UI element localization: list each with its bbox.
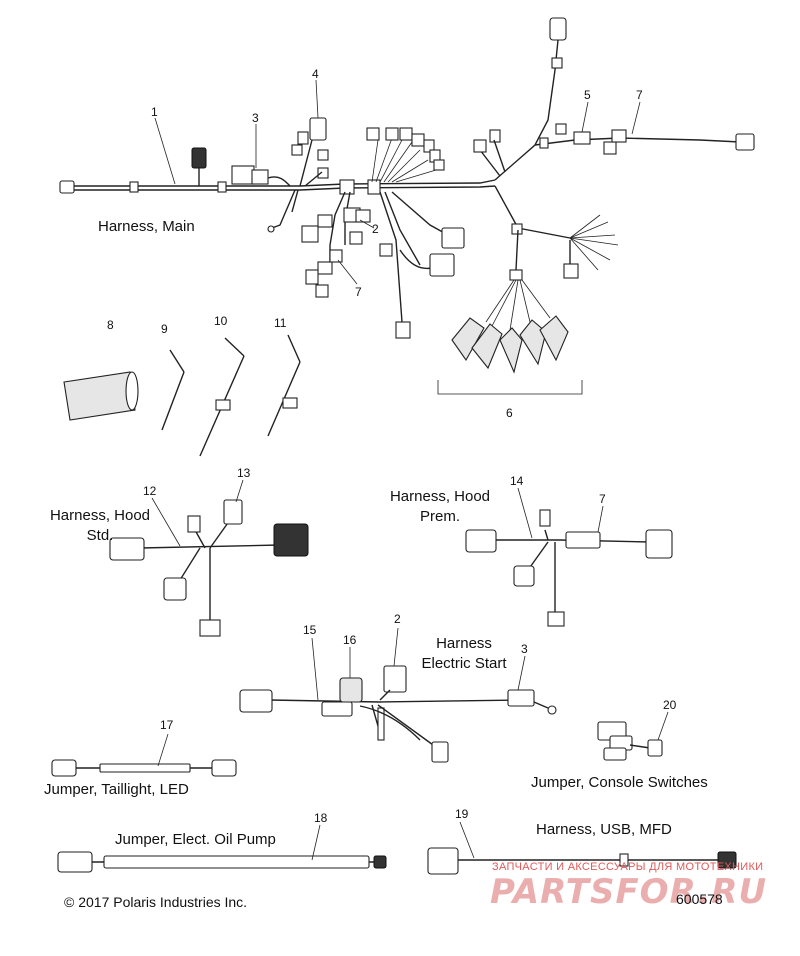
label-harness-electric-start-line1: Harness xyxy=(436,635,492,652)
label-harness-hood-prem-line1: Harness, Hood xyxy=(389,488,491,505)
small-parts xyxy=(63,334,301,457)
callout-5: 5 xyxy=(584,88,591,102)
label-harness-hood-std-line1: Harness, Hood xyxy=(49,507,151,524)
label-harness-hood-std-line2: Std. xyxy=(86,527,114,544)
callout-18: 18 xyxy=(314,811,328,825)
hood-std-harness xyxy=(109,499,309,637)
label-harness-electric-start-line2: Electric Start xyxy=(421,655,507,672)
callout-1: 1 xyxy=(151,105,158,119)
label-harness-hood-prem-line2: Prem. xyxy=(419,508,460,525)
usb-mfd-harness xyxy=(427,847,737,875)
copyright-text: © 2017 Polaris Industries Inc. xyxy=(64,894,248,910)
callout-7-top: 7 xyxy=(636,88,643,102)
figure-number: 600578 xyxy=(676,891,723,907)
callout-11: 11 xyxy=(274,316,287,330)
watermark-brand: PARTSFOR.RU xyxy=(490,872,768,912)
label-harness-usb-mfd: Harness, USB, MFD xyxy=(536,821,672,838)
callout-9: 9 xyxy=(161,322,168,336)
label-jumper-elect-oil-pump: Jumper, Elect. Oil Pump xyxy=(115,831,276,848)
callout-3: 3 xyxy=(252,111,259,125)
sleeve-item-8 xyxy=(63,371,136,421)
callout-2-start: 2 xyxy=(394,612,401,626)
callout-leaders xyxy=(151,79,669,861)
callout-10: 10 xyxy=(214,314,228,328)
callout-16: 16 xyxy=(343,633,357,647)
callout-8: 8 xyxy=(107,318,114,332)
callout-15: 15 xyxy=(303,623,317,637)
callout-14: 14 xyxy=(510,474,524,488)
watermark-tagline: ЗАПЧАСТИ И АКСЕССУАРЫ ДЛЯ МОТОТЕХНИКИ xyxy=(492,861,764,873)
hood-prem-harness xyxy=(465,509,673,627)
callout-7-prem: 7 xyxy=(599,492,606,506)
main-harness xyxy=(59,17,755,395)
callout-12: 12 xyxy=(143,484,157,498)
callout-6: 6 xyxy=(506,406,513,420)
taillight-jumper xyxy=(51,759,237,777)
callout-3-start: 3 xyxy=(521,642,528,656)
label-harness-main: Harness, Main xyxy=(98,218,195,235)
callout-17: 17 xyxy=(160,718,174,732)
callout-13: 13 xyxy=(237,466,251,480)
console-switch-jumper xyxy=(597,721,663,761)
label-jumper-taillight-led: Jumper, Taillight, LED xyxy=(44,781,189,798)
oil-pump-jumper xyxy=(57,851,387,873)
electric-start-harness xyxy=(239,665,557,763)
callout-2: 2 xyxy=(372,222,379,236)
callout-4: 4 xyxy=(312,67,319,81)
callout-19: 19 xyxy=(455,807,469,821)
callout-20: 20 xyxy=(663,698,677,712)
callout-7-mid: 7 xyxy=(355,285,362,299)
label-jumper-console-switches: Jumper, Console Switches xyxy=(531,774,708,791)
